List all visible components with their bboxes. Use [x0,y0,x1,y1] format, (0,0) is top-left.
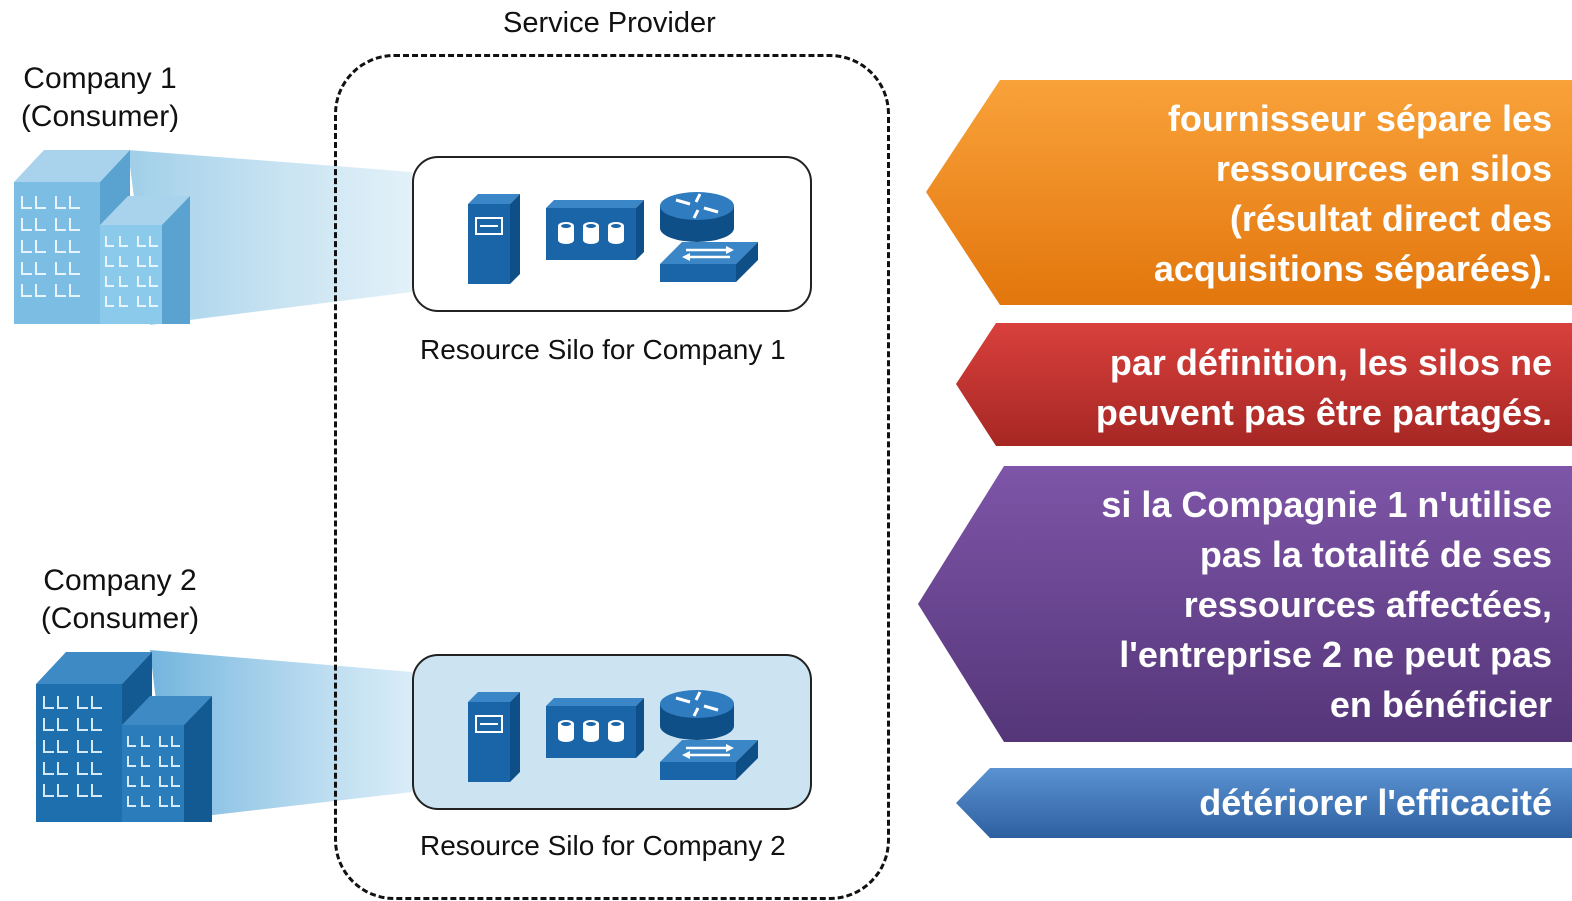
callout-3-line: ressources affectées, [1183,584,1552,625]
callout-4-line: détériorer l'efficacité [1199,782,1552,823]
company1-label: Company 1 (Consumer) [0,60,210,136]
callout-arrow-2 [956,323,1572,446]
company2-label: Company 2 (Consumer) [10,562,230,638]
callout-3-line: en bénéficier [1329,684,1552,725]
silo2-label: Resource Silo for Company 2 [420,830,786,861]
callout-2-line: par définition, les silos ne [1109,342,1552,383]
connection-beam-company2 [150,650,412,820]
callout-arrow-4 [956,768,1572,838]
company1-role: (Consumer) [20,100,180,133]
callout-3-line: pas la totalité de ses [1199,534,1552,575]
callout-3-line: si la Compagnie 1 n'utilise [1101,484,1552,525]
callout-2-text: par définition, les silos ne peuvent pas… [1096,338,1552,438]
callout-1-line: acquisitions séparées). [1153,248,1552,289]
callout-arrow-3 [918,466,1572,742]
callout-1-line: ressources en silos [1215,148,1552,189]
connection-beam-company1 [128,150,412,325]
callout-arrow-1 [926,80,1572,305]
callout-1-text: fournisseur sépare les ressources en sil… [1154,94,1552,294]
building-icon-company2 [36,652,212,822]
silo1-label: Resource Silo for Company 1 [420,334,786,365]
company1-name: Company 1 [23,62,177,95]
service-provider-label: Service Provider [503,7,716,39]
callout-1-line: (résultat direct des [1229,198,1552,239]
callout-4-text: détériorer l'efficacité [1199,778,1552,828]
company2-name: Company 2 [43,564,197,597]
callout-2-line: peuvent pas être partagés. [1095,392,1552,433]
callout-3-text: si la Compagnie 1 n'utilise pas la total… [1101,480,1552,730]
service-provider-boundary [334,54,890,900]
callout-1-line: fournisseur sépare les [1167,98,1552,139]
building-icon-company1 [14,150,190,324]
company2-role: (Consumer) [40,602,200,635]
callout-3-line: l'entreprise 2 ne peut pas [1119,634,1552,675]
